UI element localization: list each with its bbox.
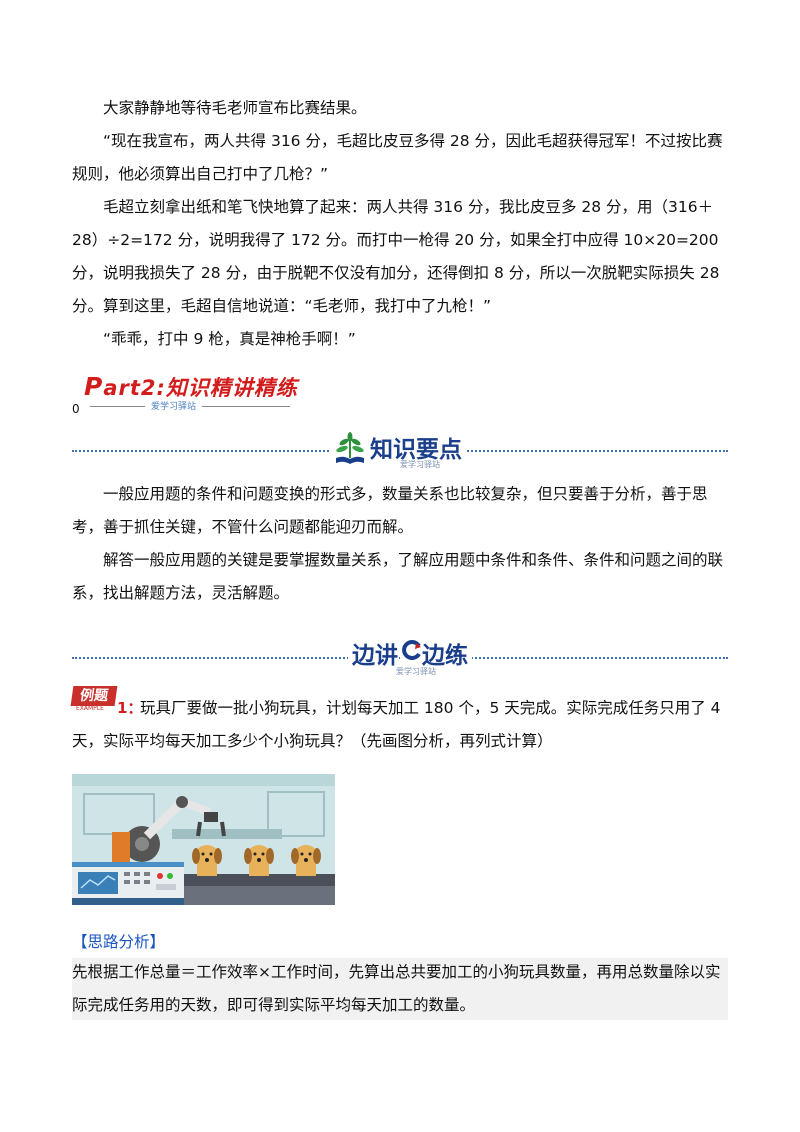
example-tag-sub: EXAMPLE: [76, 705, 104, 712]
knowledge-paragraph-2: 解答一般应用题的关键是要掌握数量关系，了解应用题中条件和条件、条件和问题之间的联…: [72, 551, 724, 602]
knowledge-subtitle: 爱学习驿站: [400, 460, 440, 469]
example-text: 玩具厂要做一批小狗玩具，计划每天加工 180 个，5 天完成。实际完成任务只用了…: [72, 699, 721, 750]
plant-book-icon: [330, 428, 370, 468]
factory-illustration: [72, 774, 335, 905]
practice-title-right: 边练: [422, 636, 472, 670]
story-paragraph-2: “现在我宣布，两人共得 316 分，毛超比皮豆多得 28 分，因此毛超获得冠军！…: [72, 132, 723, 183]
knowledge-paragraph-1: 一般应用题的条件和问题变换的形式多，数量关系也比较复杂，但只要善于分析，善于思考…: [72, 485, 708, 536]
story-paragraph-1: 大家静静地等待毛老师宣布比赛结果。: [103, 99, 367, 117]
part2-heading: Part2:知识精讲精练: [84, 372, 298, 401]
practice-title-left: 边讲: [348, 636, 398, 670]
part2-zero-mark: 0: [72, 402, 80, 416]
story-paragraph-4: “乖乖，打中 9 枪，真是神枪手啊！”: [103, 330, 356, 348]
part2-subtitle: 爱学习驿站: [145, 399, 203, 412]
knowledge-title: 知识要点: [366, 430, 466, 464]
example-number: 1：: [117, 699, 143, 717]
cycle-icon: [400, 638, 424, 662]
story-paragraph-3: 毛超立刻拿出纸和笔飞快地算了起来：两人共得 316 分，我比皮豆多 28 分，用…: [72, 198, 720, 315]
analysis-background: [72, 958, 728, 1020]
practice-subtitle: 爱学习驿站: [396, 667, 436, 676]
analysis-text: 先根据工作总量＝工作效率×工作时间，先算出总共要加工的小狗玩具数量，再用总数量除…: [72, 963, 721, 1014]
analysis-title: 【思路分析】: [72, 933, 166, 951]
